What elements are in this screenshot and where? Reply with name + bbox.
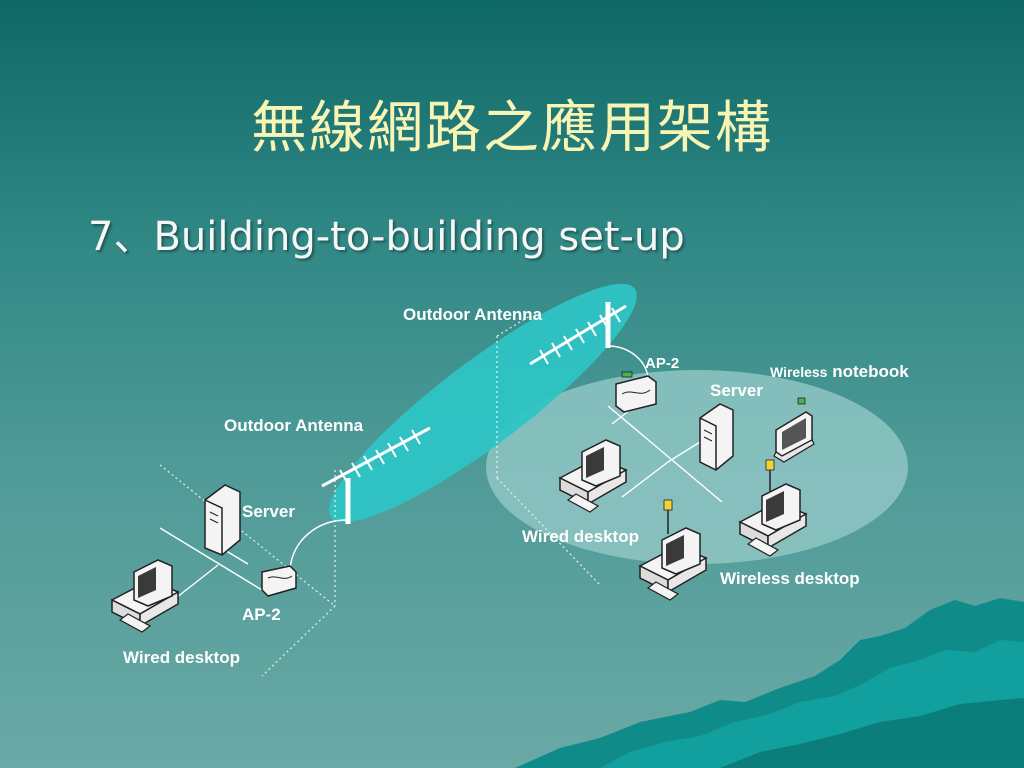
wired-desktop-left-label: Wired desktop bbox=[123, 648, 240, 667]
ap2-right-label: AP-2 bbox=[645, 355, 680, 372]
outdoor-antenna-left-label: Outdoor Antenna bbox=[224, 416, 364, 435]
slide-bullet: 7、Building-to-building set-up bbox=[88, 214, 685, 260]
outdoor-antenna-right-icon bbox=[529, 302, 627, 366]
wireless-notebook-icon bbox=[773, 397, 815, 463]
outdoor-antenna-left-icon bbox=[321, 426, 431, 524]
slide-title: 無線網路之應用架構 bbox=[251, 96, 773, 161]
server-right-label: Server bbox=[710, 381, 763, 400]
right-building-outline bbox=[496, 315, 601, 586]
wireless-link-beam bbox=[329, 283, 637, 523]
mountain-decoration bbox=[515, 598, 1024, 768]
server-left-icon bbox=[204, 484, 241, 556]
wired-desktop-right-label: Wired desktop bbox=[522, 527, 639, 546]
access-point-left-icon bbox=[261, 565, 297, 597]
antenna-cable-right bbox=[607, 345, 649, 381]
wireless-notebook-label-suffix: notebook bbox=[832, 362, 909, 381]
wireless-desktop-label: Wireless desktop bbox=[720, 569, 860, 588]
wireless-notebook-label-prefix: Wireless bbox=[770, 364, 828, 380]
wireless-desktop-right-icon bbox=[738, 459, 808, 557]
wireless-desktop-middle-icon bbox=[638, 499, 708, 601]
wired-desktop-left-icon bbox=[110, 559, 180, 633]
wired-desktop-right-icon bbox=[558, 439, 628, 513]
server-left-label: Server bbox=[242, 502, 295, 521]
antenna-cable-left bbox=[289, 519, 347, 571]
right-lan-wires bbox=[607, 405, 723, 503]
left-building-outline bbox=[159, 464, 336, 677]
ap2-left-label: AP-2 bbox=[242, 605, 281, 624]
outdoor-antenna-right-label: Outdoor Antenna bbox=[403, 305, 543, 324]
server-right-icon bbox=[699, 403, 734, 471]
access-point-right-icon bbox=[615, 371, 657, 413]
wireless-notebook-label: Wireless notebook bbox=[770, 362, 909, 382]
